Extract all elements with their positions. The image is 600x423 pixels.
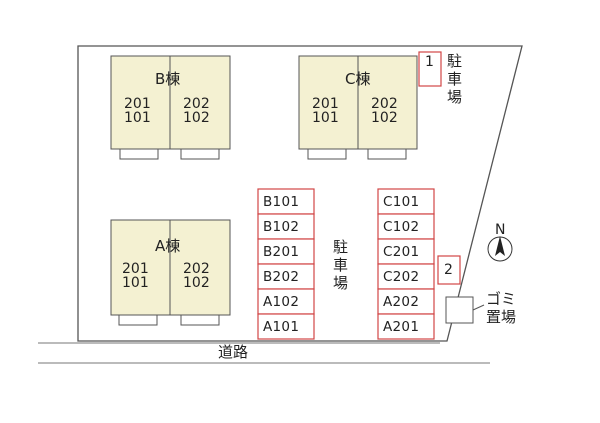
- building-b-unit-102: 102: [183, 110, 210, 126]
- parking-slot-label: B201: [263, 244, 299, 260]
- parking-slot: [377, 313, 435, 340]
- building-a-unit-102: 102: [183, 275, 210, 291]
- parking-label-top-char: 駐: [447, 52, 462, 70]
- parking-label: 駐 車 場: [333, 238, 348, 292]
- building-b-unit-101: 101: [124, 110, 151, 126]
- parking-slot-label: C202: [383, 269, 419, 285]
- visitor-slot-2: 2: [437, 255, 461, 285]
- parking-slot-label: B202: [263, 269, 299, 285]
- parking-label-top-char: 場: [447, 88, 462, 106]
- parking-slot-label: A102: [263, 294, 299, 310]
- parking-slot-label: B102: [263, 219, 299, 235]
- parking-slot: [377, 188, 435, 215]
- parking-slot: [257, 263, 315, 290]
- visitor-slot-1-label: 1: [425, 54, 434, 70]
- parking-label-char: 車: [333, 256, 348, 274]
- compass-north-label: N: [495, 222, 505, 238]
- building-b-unit-202: 202: [183, 96, 210, 112]
- parking-slot: [377, 238, 435, 265]
- parking-column-b: B101 B102 B201 B202 A102 A101: [257, 188, 315, 340]
- parking-slot: [257, 238, 315, 265]
- north-compass-icon: N: [487, 222, 513, 262]
- parking-slot: [377, 263, 435, 290]
- building-a-unit-201: 201: [122, 261, 149, 277]
- building-c: C棟 201 101 202 102: [298, 55, 418, 160]
- building-c-unit-202: 202: [371, 96, 398, 112]
- building-c-unit-102: 102: [371, 110, 398, 126]
- parking-label-top: 駐 車 場: [447, 52, 462, 106]
- building-c-unit-201: 201: [312, 96, 339, 112]
- building-a: A棟 201 101 202 102: [110, 219, 231, 326]
- parking-slot-label: A202: [383, 294, 419, 310]
- building-b: B棟 201 101 202 102: [110, 55, 231, 160]
- parking-slot-label: A201: [383, 319, 419, 335]
- parking-slot-label: C102: [383, 219, 419, 235]
- building-c-name: C棟: [345, 70, 370, 88]
- parking-label-char: 駐: [333, 238, 348, 256]
- parking-slot-label: A101: [263, 319, 299, 335]
- garbage-box: [445, 296, 474, 324]
- building-b-unit-201: 201: [124, 96, 151, 112]
- parking-slot: [257, 213, 315, 240]
- road-label: 道路: [218, 343, 248, 361]
- garbage-area: ゴミ 置場: [445, 290, 516, 326]
- parking-slot: [377, 288, 435, 315]
- parking-label-char: 場: [333, 274, 348, 292]
- building-b-name: B棟: [155, 70, 180, 88]
- parking-label-top-char: 車: [447, 70, 462, 88]
- building-a-unit-101: 101: [122, 275, 149, 291]
- building-c-unit-101: 101: [312, 110, 339, 126]
- garbage-label-line1: ゴミ: [486, 290, 516, 308]
- parking-column-c: C101 C102 C201 C202 A202 A201: [377, 188, 435, 340]
- visitor-slot-1: 1: [418, 51, 442, 87]
- garbage-label-line2: 置場: [486, 308, 516, 326]
- parking-slot-label: C101: [383, 194, 419, 210]
- building-a-unit-202: 202: [183, 261, 210, 277]
- parking-slot: [377, 213, 435, 240]
- building-a-name: A棟: [155, 237, 180, 255]
- parking-slot: [257, 313, 315, 340]
- parking-slot-label: B101: [263, 194, 299, 210]
- visitor-slot-2-label: 2: [444, 262, 453, 278]
- parking-slot-label: C201: [383, 244, 419, 260]
